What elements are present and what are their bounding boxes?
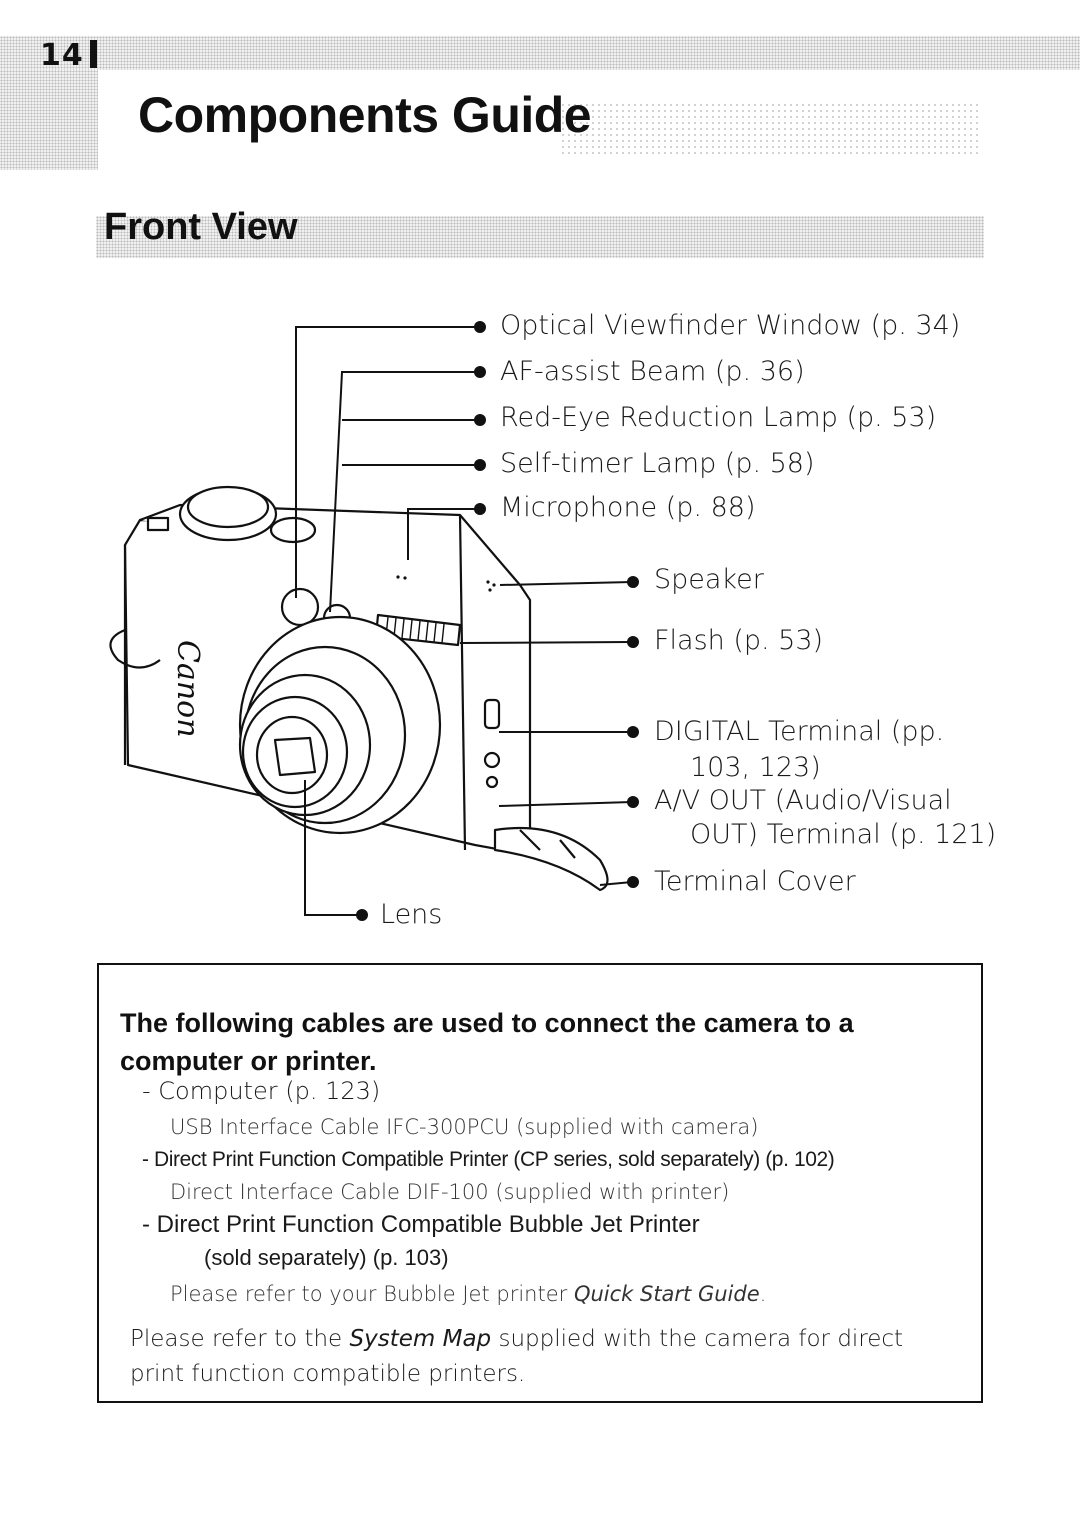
note-direct-cable: Direct Interface Cable DIF-100 (supplied… <box>170 1180 730 1204</box>
page-number: 14 <box>40 38 84 73</box>
note-system-map-cont: print function compatible printers. <box>130 1361 526 1387</box>
camera-brand-logo: Canon <box>170 640 205 738</box>
camera-speaker-holes <box>396 575 496 592</box>
note-bubble-jet-cont: (sold separately) (p. 103) <box>204 1245 449 1270</box>
label-digital-terminal-cont: 103, 123) <box>690 752 821 783</box>
leader-lines <box>295 326 633 916</box>
page-marker-bar <box>90 40 97 68</box>
front-view-diagram: Canon <box>109 326 633 916</box>
note-heading: The following cables are used to connect… <box>120 1008 854 1076</box>
note-bubble-ref: Please refer to your Bubble Jet printer … <box>170 1282 766 1306</box>
note-bubble-jet: - Direct Print Function Compatible Bubbl… <box>142 1211 700 1238</box>
callout-dot <box>474 366 486 378</box>
label-digital-terminal: DIGITAL Terminal (pp. <box>654 716 945 747</box>
callout-dot <box>356 909 368 921</box>
label-microphone: Microphone (p. 88) <box>500 492 756 523</box>
label-viewfinder: Optical Viewfinder Window (p. 34) <box>500 310 961 341</box>
label-lens: Lens <box>380 899 443 930</box>
callout-dot <box>627 636 639 648</box>
camera-illustration <box>109 485 609 892</box>
note-system-map: Please refer to the System Map supplied … <box>130 1326 903 1352</box>
left-block <box>0 70 98 170</box>
label-flash: Flash (p. 53) <box>654 625 824 656</box>
label-af-assist: AF-assist Beam (p. 36) <box>500 356 805 387</box>
callout-dot <box>627 876 639 888</box>
label-speaker: Speaker <box>654 564 764 595</box>
callout-dot <box>474 503 486 515</box>
page-title: Components Guide <box>138 87 592 143</box>
section-title: Front View <box>104 206 298 248</box>
header-band <box>0 36 1080 70</box>
callout-dot <box>627 726 639 738</box>
note-bubble-ref-end: . <box>759 1282 767 1306</box>
label-self-timer: Self-timer Lamp (p. 58) <box>500 448 815 479</box>
note-system-map-text: Please refer to the <box>130 1326 350 1352</box>
note-computer-cable: USB Interface Cable IFC-300PCU (supplied… <box>170 1115 759 1139</box>
callout-dot <box>474 321 486 333</box>
callout-dot <box>474 414 486 426</box>
callout-dot <box>627 796 639 808</box>
label-av-out: A/V OUT (Audio/Visual <box>654 785 952 816</box>
cable-note-box <box>97 963 983 1403</box>
callout-dot <box>627 576 639 588</box>
callout-dot <box>474 459 486 471</box>
note-system-map-rest: supplied with the camera for direct <box>491 1326 904 1352</box>
note-computer: - Computer (p. 123) <box>142 1077 381 1105</box>
label-red-eye: Red-Eye Reduction Lamp (p. 53) <box>500 402 937 433</box>
title-dot-pattern <box>560 102 980 156</box>
note-bubble-ref-text: Please refer to your Bubble Jet printer <box>170 1282 574 1306</box>
note-system-map-title: System Map <box>349 1326 492 1352</box>
note-bubble-ref-guide: Quick Start Guide <box>573 1282 760 1306</box>
label-terminal-cover: Terminal Cover <box>654 866 856 897</box>
section-band <box>96 216 984 258</box>
note-direct-print: - Direct Print Function Compatible Print… <box>142 1148 835 1171</box>
label-av-out-cont: OUT) Terminal (p. 121) <box>690 819 997 850</box>
